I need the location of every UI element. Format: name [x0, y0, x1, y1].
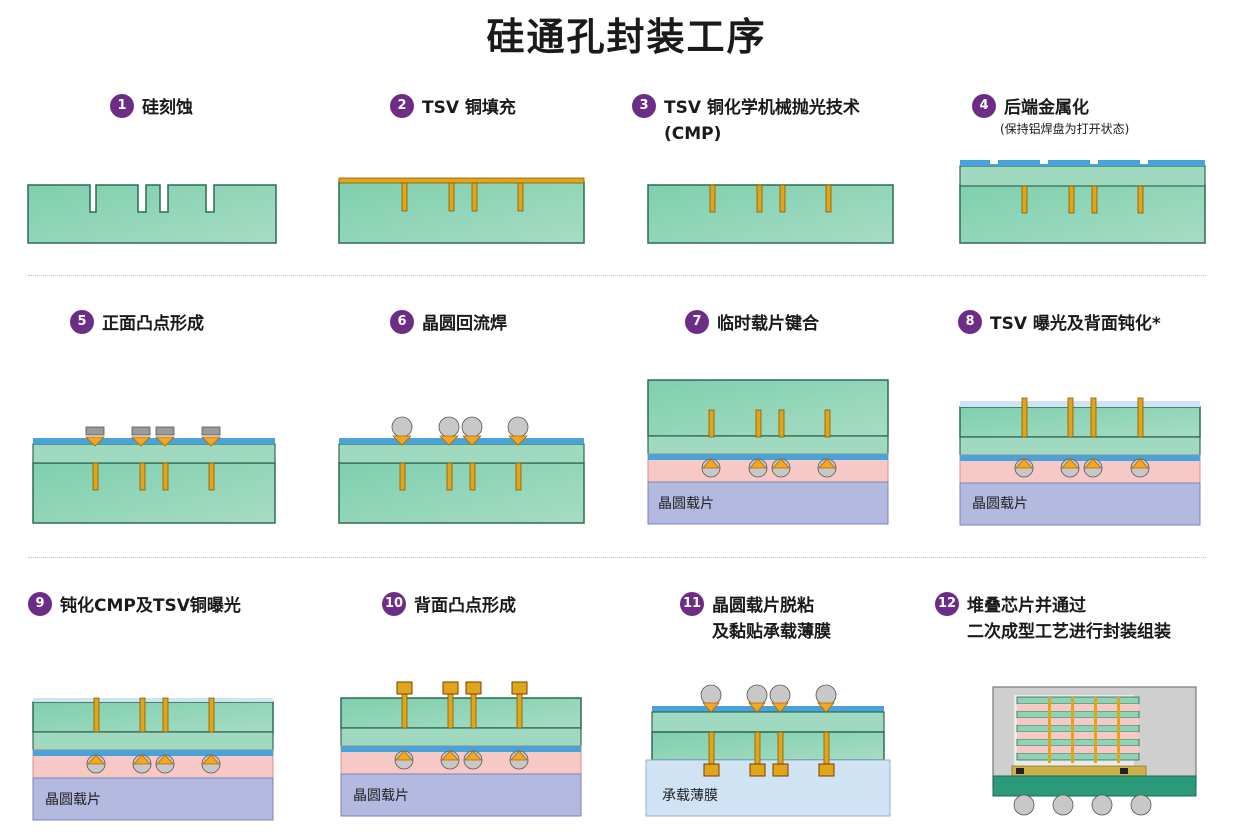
- step-12-label: 12 堆叠芯片并通过 二次成型工艺进行封装组装: [935, 592, 1171, 645]
- step-9-carrier-label: 晶圆载片: [45, 792, 101, 808]
- step-11-carrier-label: 承载薄膜: [662, 788, 718, 804]
- step-1-text: 硅刻蚀: [142, 98, 193, 118]
- step-8-number: 8: [958, 310, 982, 334]
- step-10-carrier-label: 晶圆载片: [353, 788, 409, 804]
- step-2-text: TSV 铜填充: [422, 98, 516, 118]
- step-3-diagram: [647, 184, 894, 244]
- step-9-diagram: 晶圆载片: [32, 697, 274, 821]
- step-4-text: 后端金属化: [1004, 98, 1089, 118]
- step-1-diagram: [27, 184, 277, 244]
- step-7-carrier-label: 晶圆载片: [658, 496, 714, 512]
- step-9-label: 9 钝化CMP及TSV铜曝光: [28, 592, 241, 619]
- step-3-text-line2: (CMP): [664, 124, 722, 144]
- step-3-label: 3 TSV 铜化学机械抛光技术 (CMP): [632, 94, 860, 147]
- step-10-text: 背面凸点形成: [414, 596, 516, 616]
- step-1-number: 1: [110, 94, 134, 118]
- step-8-carrier-label: 晶圆载片: [972, 496, 1028, 512]
- step-8-text: TSV 曝光及背面钝化*: [990, 314, 1161, 334]
- step-10-label: 10 背面凸点形成: [382, 592, 516, 619]
- step-5-text: 正面凸点形成: [102, 314, 204, 334]
- step-9-text: 钝化CMP及TSV铜曝光: [60, 596, 241, 616]
- step-7-label: 7 临时载片键合: [685, 310, 819, 337]
- step-11-diagram: 承载薄膜: [645, 684, 891, 817]
- step-2-label: 2 TSV 铜填充: [390, 94, 516, 121]
- step-7-diagram: 晶圆载片: [647, 379, 889, 525]
- step-5-number: 5: [70, 310, 94, 334]
- step-3-text: TSV 铜化学机械抛光技术: [664, 98, 860, 118]
- step-7-text: 临时载片键合: [717, 314, 819, 334]
- step-12-number: 12: [935, 592, 959, 616]
- step-4-diagram: [959, 160, 1206, 244]
- step-3-number: 3: [632, 94, 656, 118]
- row-separator-2: [28, 557, 1206, 558]
- step-6-text: 晶圆回流焊: [422, 314, 507, 334]
- step-8-diagram: 晶圆载片: [959, 397, 1201, 526]
- step-10-number: 10: [382, 592, 406, 616]
- step-2-number: 2: [390, 94, 414, 118]
- step-4-label: 4 后端金属化 (保持铝焊盘为打开状态): [972, 94, 1130, 137]
- step-11-number: 11: [680, 592, 704, 616]
- step-8-label: 8 TSV 曝光及背面钝化*: [958, 310, 1161, 337]
- step-4-note: (保持铝焊盘为打开状态): [1000, 122, 1130, 136]
- step-10-diagram: 晶圆载片: [340, 681, 582, 817]
- page-title: 硅通孔封装工序: [486, 15, 767, 59]
- step-12-diagram: [992, 686, 1197, 816]
- row-separator-1: [28, 275, 1206, 276]
- step-11-text: 晶圆载片脱粘: [712, 596, 814, 616]
- step-5-diagram: [32, 426, 276, 524]
- step-1-label: 1 硅刻蚀: [110, 94, 193, 121]
- step-6-label: 6 晶圆回流焊: [390, 310, 507, 337]
- step-9-number: 9: [28, 592, 52, 616]
- step-2-diagram: [338, 177, 585, 244]
- step-7-number: 7: [685, 310, 709, 334]
- step-11-text-line2: 及黏贴承载薄膜: [712, 622, 831, 642]
- step-12-text: 堆叠芯片并通过: [967, 596, 1086, 616]
- step-4-number: 4: [972, 94, 996, 118]
- step-5-label: 5 正面凸点形成: [70, 310, 204, 337]
- step-11-label: 11 晶圆载片脱粘 及黏贴承载薄膜: [680, 592, 831, 645]
- step-6-number: 6: [390, 310, 414, 334]
- step-6-diagram: [338, 416, 585, 524]
- step-12-text-line2: 二次成型工艺进行封装组装: [967, 622, 1171, 642]
